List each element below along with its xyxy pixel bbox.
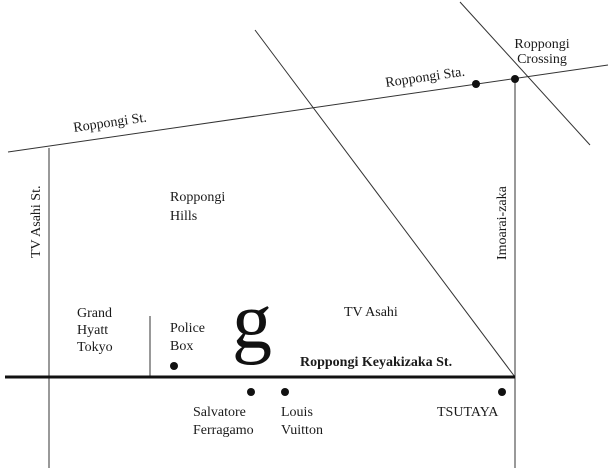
roppongi-sta-marker [472,80,480,88]
brand-logo-g: g [232,278,272,366]
label-police-box-line1: Police [170,321,205,336]
label-grand-hyatt-line1: Grand [77,306,112,321]
louis-vuitton-marker [281,388,289,396]
label-police-box-line2: Box [170,339,193,354]
tsutaya-marker [498,388,506,396]
label-tsutaya: TSUTAYA [437,405,499,420]
label-tv-asahi: TV Asahi [344,305,398,320]
roppongi-crossing-marker [511,75,519,83]
salvatore-ferragamo-marker [247,388,255,396]
label-keyakizaka-st: Roppongi Keyakizaka St. [300,355,452,370]
label-roppongi-st: Roppongi St. [72,111,147,136]
label-louis-line2: Vuitton [281,423,323,438]
label-salvatore-line1: Salvatore [193,405,246,420]
road-roppongi-st [7,64,609,153]
label-roppongi-crossing-line2: Crossing [517,52,567,67]
road-diagonal-hills [254,29,516,378]
label-grand-hyatt-line2: Hyatt [77,323,108,338]
label-imoarai-zaka: Imoarai-zaka [495,185,510,260]
label-roppongi-hills-line2: Hills [170,209,197,224]
label-roppongi-hills-line1: Roppongi [170,190,225,205]
label-grand-hyatt-line3: Tokyo [77,340,113,355]
label-roppongi-crossing-line1: Roppongi [514,37,569,52]
label-salvatore-line2: Ferragamo [193,423,254,438]
label-tv-asahi-st: TV Asahi St. [29,186,44,258]
label-louis-line1: Louis [281,405,313,420]
road-diagonal-crossing [459,1,591,146]
police-box-marker [170,362,178,370]
